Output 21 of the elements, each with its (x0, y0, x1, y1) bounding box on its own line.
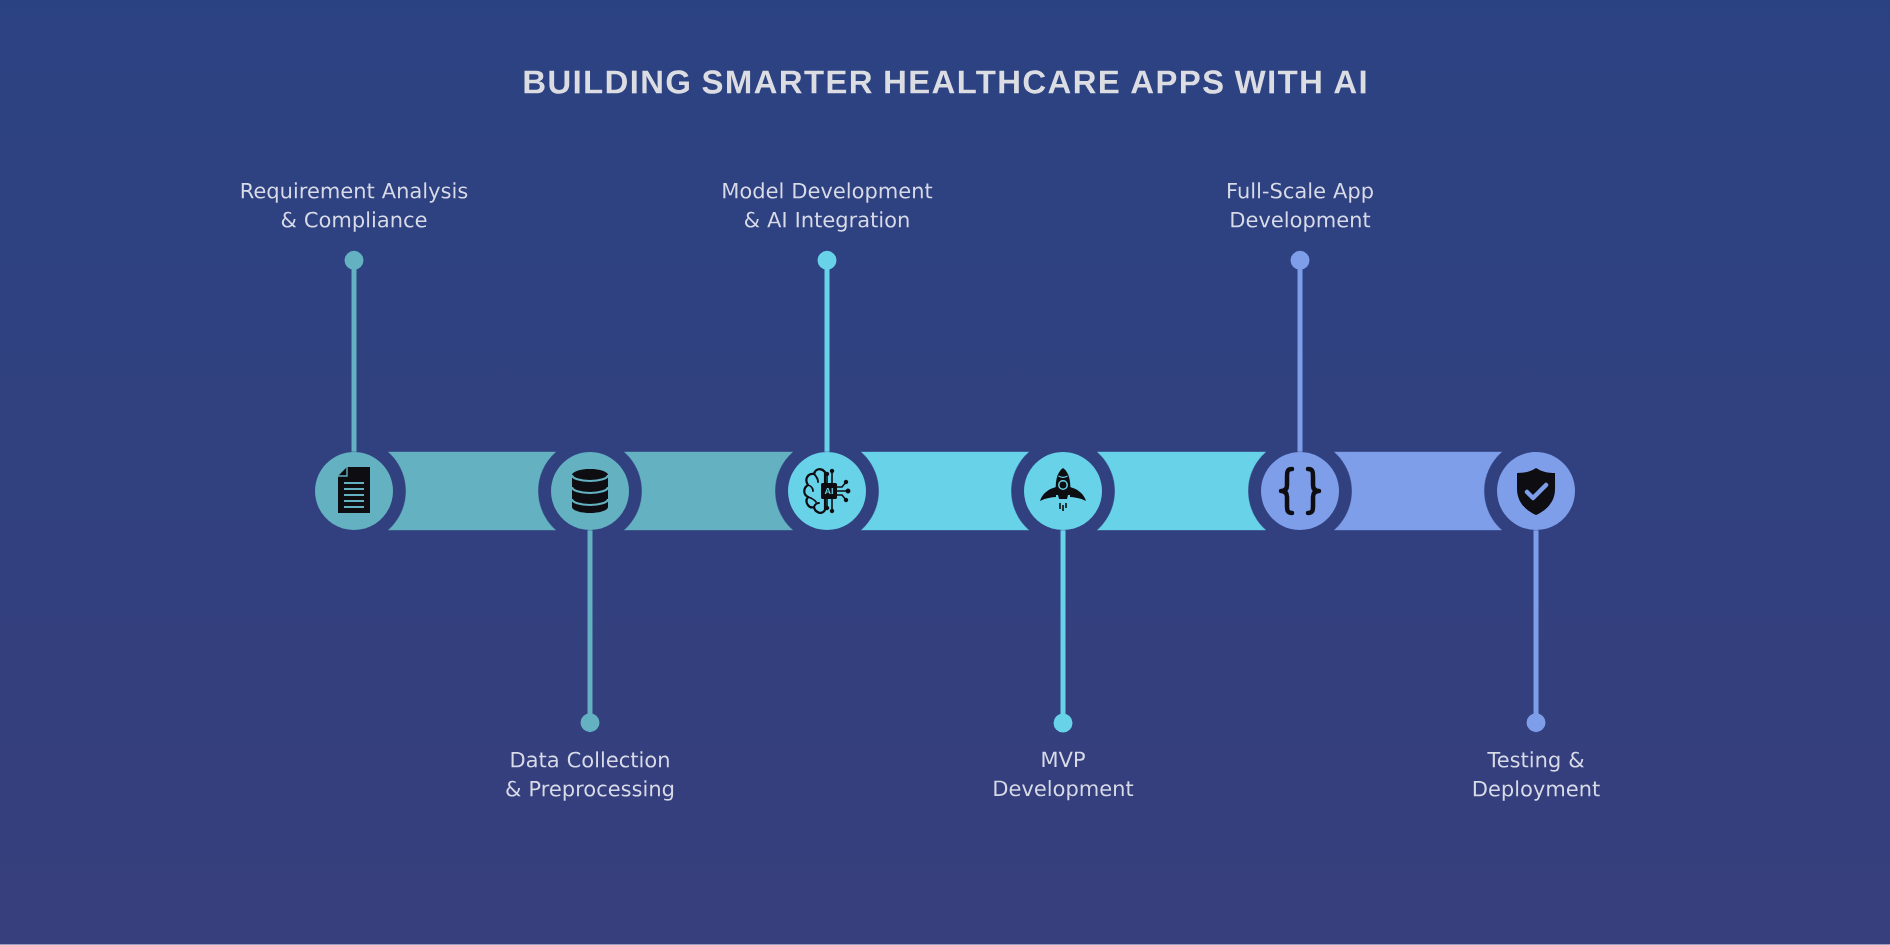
chip-label: AI (824, 487, 833, 495)
timeline-band (1097, 451, 1266, 531)
leader-line (1526, 530, 1546, 733)
leader-line (817, 250, 837, 452)
leader-line (580, 530, 600, 733)
step-circle (788, 452, 866, 530)
leader-line (1053, 530, 1073, 733)
title: BUILDING SMARTER HEALTHCARE APPS WITH AI (524, 70, 1366, 94)
step-label: Testing & Deployment (1473, 751, 1600, 801)
step-label: Requirement Analysis & Compliance (241, 182, 468, 232)
timeline-band (1334, 451, 1502, 531)
step-label: Data Collection & Preprocessing (506, 751, 674, 801)
timeline-band (388, 451, 556, 531)
timeline-band (624, 451, 793, 531)
step-label: Model Development & AI Integration (723, 182, 933, 232)
step-circle (1261, 452, 1339, 530)
timeline-band (861, 451, 1029, 531)
step-label: Full-Scale App Development (1228, 182, 1373, 232)
step-label: MVP Development (994, 751, 1134, 801)
leader-line (1290, 250, 1310, 452)
leader-line (344, 250, 364, 452)
